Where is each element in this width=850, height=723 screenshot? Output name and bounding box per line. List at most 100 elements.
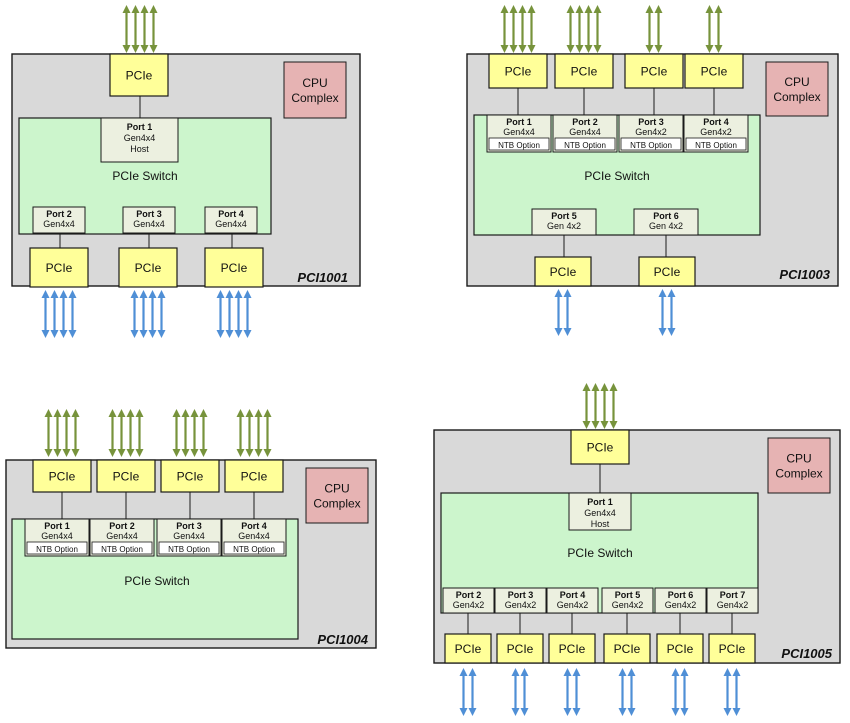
arrow-head-down-icon (593, 45, 602, 53)
arrow-head-down-icon (582, 421, 591, 429)
port-label: Port 5 (615, 590, 641, 600)
endpoint-pcie-box: PCIe (534, 256, 592, 287)
port-spec: Gen4x2 (700, 127, 732, 137)
port-box-rect (633, 208, 699, 236)
arrow-head-down-icon (723, 708, 732, 716)
upstream-pcie-box: PCIe (224, 459, 284, 493)
cpu-label-line1: CPU (302, 76, 327, 90)
arrow-head-up-icon (584, 5, 593, 13)
pcie-box-rect (554, 53, 614, 89)
port-spec: Gen4x4 (215, 219, 247, 229)
arrow-head-down-icon (600, 421, 609, 429)
ntb-option-label: NTB Option (695, 141, 737, 150)
upstream-arrows (705, 5, 723, 53)
port-label: Port 1 (506, 117, 532, 127)
cpu-label-line2: Complex (291, 91, 338, 105)
cpu-label-line1: CPU (786, 452, 811, 466)
port-spec: Gen4x4 (43, 219, 75, 229)
port-label: Port 3 (136, 209, 162, 219)
arrow-head-up-icon (122, 5, 131, 13)
arrow-head-down-icon (139, 330, 148, 338)
port-box-rect (601, 587, 654, 614)
port-label: Port 3 (638, 117, 664, 127)
arrow-head-down-icon (71, 449, 80, 457)
cpu-label-line1: CPU (324, 482, 349, 496)
pcie-box-rect (32, 459, 92, 493)
pcie-label: PCIe (701, 65, 728, 79)
arrow-head-down-icon (122, 45, 131, 53)
arrow-head-down-icon (680, 708, 689, 716)
port-label: Port 7 (720, 590, 746, 600)
arrow-head-up-icon (654, 5, 663, 13)
pcie-box-rect (29, 247, 89, 288)
arrow-head-up-icon (667, 289, 676, 297)
arrow-head-up-icon (130, 290, 139, 298)
endpoint-pcie-box: PCIe (656, 633, 704, 664)
arrow-head-down-icon (563, 328, 572, 336)
pcie-box-rect (444, 633, 492, 664)
endpoint-arrows (658, 289, 676, 336)
arrow-head-up-icon (149, 5, 158, 13)
pcie-label: PCIe (135, 261, 162, 275)
arrow-head-up-icon (582, 383, 591, 391)
arrow-head-down-icon (181, 449, 190, 457)
arrow-head-up-icon (108, 409, 117, 417)
arrow-head-up-icon (566, 5, 575, 13)
port-label: Port 3 (176, 521, 202, 531)
arrow-head-up-icon (71, 409, 80, 417)
arrow-head-up-icon (563, 289, 572, 297)
arrow-head-up-icon (199, 409, 208, 417)
endpoint-arrows (671, 668, 689, 716)
ntb-option-rect (685, 137, 747, 151)
pcie-label: PCIe (719, 642, 746, 656)
endpoint-arrows (618, 668, 636, 716)
pcie-box-rect (488, 53, 548, 89)
pcie-box-rect (160, 459, 220, 493)
port-label: Port 6 (668, 590, 694, 600)
port-spec: Gen4x4 (584, 508, 616, 518)
port-label: Port 4 (218, 209, 244, 219)
arrow-head-down-icon (518, 45, 527, 53)
ntb-option-rect (91, 541, 153, 555)
pcie-label: PCIe (587, 441, 614, 455)
pcie-box-rect (638, 256, 696, 287)
pcie-label: PCIe (177, 470, 204, 484)
endpoint-arrows (723, 668, 741, 716)
upstream-arrows (645, 5, 663, 53)
port-label: Port 4 (703, 117, 729, 127)
port-box-rect (494, 587, 547, 614)
port-label: Port 2 (46, 209, 72, 219)
arrow-head-up-icon (554, 289, 563, 297)
endpoint-pcie-box: PCIe (638, 256, 696, 287)
arrow-head-up-icon (190, 409, 199, 417)
endpoint-arrows (41, 290, 77, 338)
arrow-head-down-icon (108, 449, 117, 457)
arrow-head-up-icon (140, 5, 149, 13)
arrow-head-down-icon (627, 708, 636, 716)
cpu-label-line1: CPU (784, 75, 809, 89)
port-label: Port 5 (551, 211, 577, 221)
arrow-head-down-icon (254, 449, 263, 457)
arrow-head-up-icon (243, 290, 252, 298)
ntb-option-rect (223, 541, 285, 555)
diagram-title: PCI1005 (781, 646, 832, 661)
arrow-head-down-icon (654, 45, 663, 53)
cpu-label-line2: Complex (313, 497, 360, 511)
pcie-label: PCIe (241, 470, 268, 484)
ntb-option-label: NTB Option (630, 141, 672, 150)
port-label: Port 2 (456, 590, 482, 600)
pcie-box-rect (224, 459, 284, 493)
arrow-head-up-icon (117, 409, 126, 417)
arrow-head-down-icon (459, 708, 468, 716)
arrow-head-down-icon (468, 708, 477, 716)
arrow-head-down-icon (53, 449, 62, 457)
switch-label: PCIe Switch (124, 574, 189, 588)
arrow-head-up-icon (520, 668, 529, 676)
